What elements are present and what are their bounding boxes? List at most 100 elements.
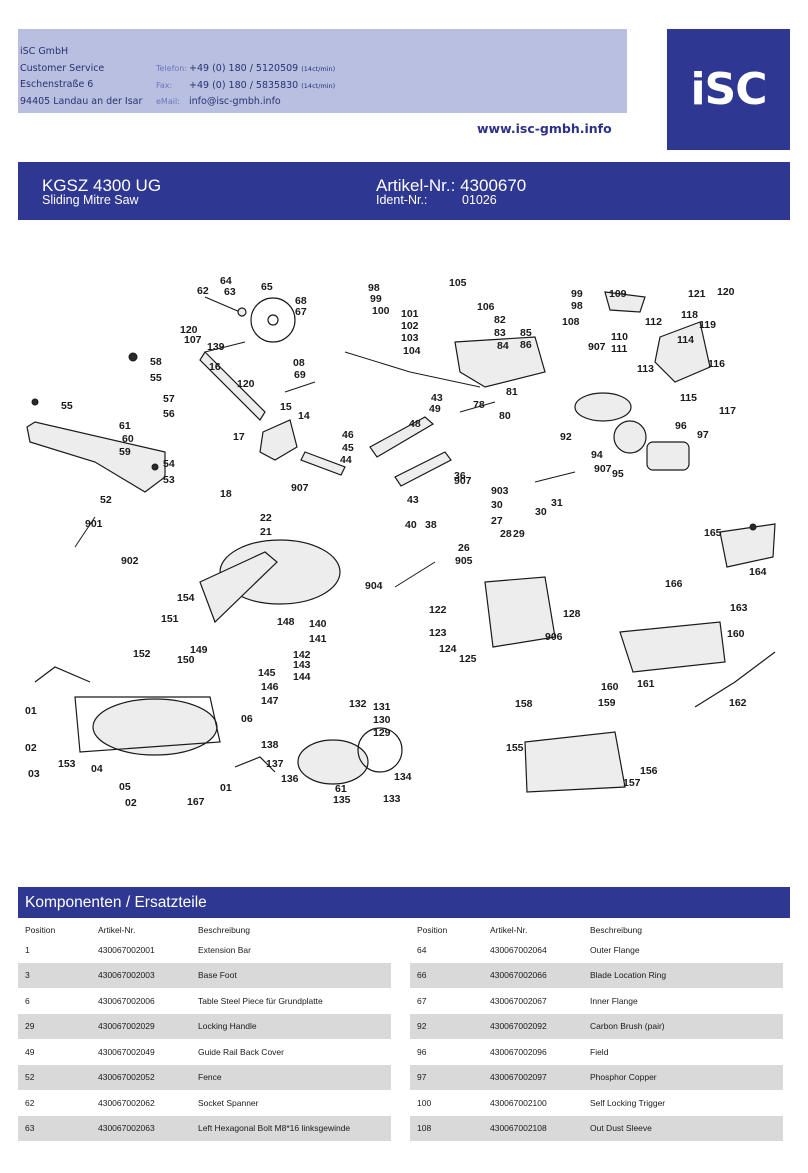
fax-label: Fax: xyxy=(156,80,173,90)
table-row: 63 430067002063 Left Hexagonal Bolt M8*16 … xyxy=(18,1115,391,1141)
callout-label: 141 xyxy=(309,633,327,645)
callout-label: 55 xyxy=(150,372,162,384)
callout-label: 140 xyxy=(309,618,327,630)
callout-label: 100 xyxy=(372,305,390,317)
callout-label: 05 xyxy=(119,781,131,793)
callout-label: 118 xyxy=(681,309,698,321)
table-header: Position Artikel-Nr. Beschreibung xyxy=(410,922,783,937)
callout-label: 29 xyxy=(513,528,525,540)
callout-label: 99 xyxy=(571,288,583,300)
handle-cover-shape xyxy=(719,523,776,568)
callout-label: 59 xyxy=(119,446,131,458)
callout-label: 117 xyxy=(719,405,736,417)
callout-label: 158 xyxy=(515,698,533,710)
callout-label: 901 xyxy=(85,518,103,530)
ident-number: 01026 xyxy=(462,193,497,207)
callout-label: 86 xyxy=(520,339,532,351)
header-article: Artikel-Nr. xyxy=(490,924,528,935)
callout-label: 131 xyxy=(373,701,391,713)
row-description: Table Steel Piece für Grundplatte xyxy=(198,995,323,1006)
callout-label: 138 xyxy=(261,739,279,751)
callout-label: 907 xyxy=(291,482,309,494)
callout-label: 101 xyxy=(401,308,419,320)
callout-label: 133 xyxy=(383,793,401,805)
callout-label: 159 xyxy=(598,697,616,709)
callout-label: 104 xyxy=(403,345,421,357)
callout-label: 134 xyxy=(394,771,412,783)
callout-label: 57 xyxy=(163,393,175,405)
callout-label: 121 xyxy=(688,288,706,300)
row-article-number: 430067002003 xyxy=(98,970,155,981)
callout-label: 36 xyxy=(454,470,466,482)
callout-label: 142 xyxy=(293,649,311,661)
row-position: 49 xyxy=(25,1046,35,1057)
callout-label: 147 xyxy=(261,695,279,707)
row-position: 92 xyxy=(417,1021,427,1032)
header-description: Beschreibung xyxy=(590,924,642,935)
row-article-number: 430067002092 xyxy=(490,1021,547,1032)
callout-label: 81 xyxy=(506,386,518,398)
callout-label: 48 xyxy=(409,418,421,430)
row-article-number: 430067002001 xyxy=(98,944,155,955)
callout-label: 64 xyxy=(220,275,232,287)
phone-number[interactable]: +49 (0) 180 / 5120509 (14ct/min) xyxy=(189,63,336,74)
website-link[interactable]: www.isc-gmbh.info xyxy=(469,113,627,150)
callout-label: 161 xyxy=(637,678,655,690)
blade-cover-shape xyxy=(297,739,369,785)
callout-label: 135 xyxy=(333,794,351,806)
company-address: iSC GmbH Customer Service Eschenstraße 6… xyxy=(20,44,142,110)
callout-label: 30 xyxy=(535,506,547,518)
callout-label: 132 xyxy=(349,698,367,710)
extension-bar-shape xyxy=(34,666,91,683)
callout-label: 06 xyxy=(241,713,253,725)
callout-label: 43 xyxy=(407,494,419,506)
email-link[interactable]: info@isc-gmbh.info xyxy=(189,96,281,107)
callout-label: 28 xyxy=(500,528,512,540)
callout-label: 44 xyxy=(340,454,352,466)
callout-label: 907 xyxy=(454,475,472,487)
row-description: Left Hexagonal Bolt M8*16 linksgewinde xyxy=(198,1123,351,1134)
row-article-number: 430067002062 xyxy=(98,1097,155,1108)
callout-label: 160 xyxy=(727,628,745,640)
row-position: 63 xyxy=(25,1123,35,1134)
callout-label: 21 xyxy=(260,526,272,538)
guard-bracket-shape xyxy=(259,419,298,461)
callout-label: 53 xyxy=(163,474,175,486)
callout-label: 902 xyxy=(121,555,139,567)
company-city: 94405 Landau an der Isar xyxy=(20,95,143,107)
screw-shape xyxy=(151,463,159,471)
callout-label: 904 xyxy=(365,580,383,592)
callout-label: 96 xyxy=(675,420,687,432)
row-description: Phosphor Copper xyxy=(590,1072,657,1083)
callout-label: 15 xyxy=(280,401,292,413)
row-article-number: 430067002097 xyxy=(490,1072,547,1083)
armature-shape xyxy=(574,392,632,422)
row-description: Self Locking Trigger xyxy=(590,1097,666,1108)
saw-blade-shape xyxy=(250,297,296,343)
row-article-number: 430067002052 xyxy=(98,1072,155,1083)
header-position: Position xyxy=(25,924,56,935)
callout-label: 154 xyxy=(177,592,195,604)
header-article: Artikel-Nr. xyxy=(98,924,136,935)
fence-left-shape xyxy=(26,421,166,493)
spanner-shape xyxy=(204,296,241,313)
callout-label: 105 xyxy=(449,277,467,289)
diagram-parts xyxy=(26,291,776,793)
callout-label: 162 xyxy=(729,697,747,709)
callout-label: 03 xyxy=(28,768,40,780)
callout-label: 65 xyxy=(261,281,273,293)
callout-label: 160 xyxy=(601,681,619,693)
callout-label: 46 xyxy=(342,429,354,441)
row-article-number: 430067002063 xyxy=(98,1123,155,1134)
callout-label: 166 xyxy=(665,578,683,590)
callout-label: 115 xyxy=(680,392,697,404)
